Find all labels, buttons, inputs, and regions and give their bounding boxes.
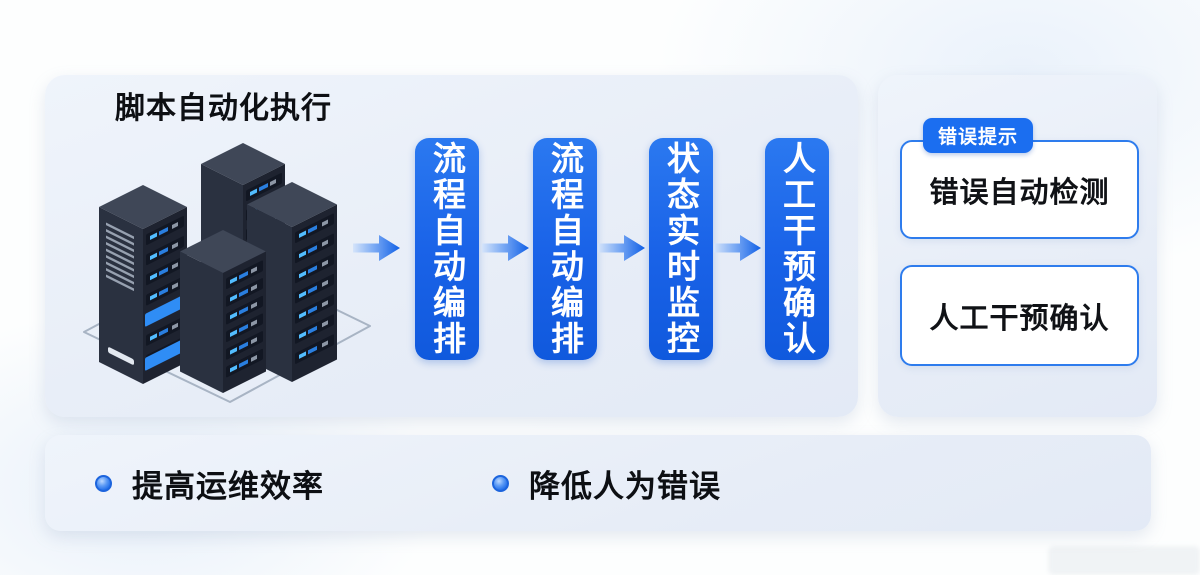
manual-confirmation-card: 人工干预确认 xyxy=(900,265,1139,366)
server-racks-icon xyxy=(83,143,371,403)
flow-step-label: 流程自动编排 xyxy=(546,141,584,357)
card-label: 人工干预确认 xyxy=(929,302,1110,335)
benefit-item-errors: 降低人为错误 xyxy=(492,435,721,531)
arrow-right-icon xyxy=(353,235,400,261)
benefit-item-efficiency: 提高运维效率 xyxy=(95,435,324,531)
arrow-right-icon xyxy=(598,235,645,261)
flow-step-orchestration-2: 流程自动编排 xyxy=(533,138,597,360)
error-detection-card: 错误自动检测 xyxy=(900,140,1139,239)
error-hint-badge: 错误提示 xyxy=(923,118,1034,153)
bullet-dot-icon xyxy=(492,474,509,492)
bullet-dot-icon xyxy=(95,474,112,492)
automation-flow-panel: 脚本自动化执行 流程自动编排 流程自动编排 状态实时监控 人工干预确认 xyxy=(45,75,858,417)
benefit-label: 降低人为错误 xyxy=(529,468,721,504)
server-racks-illustration xyxy=(68,130,388,410)
watermark-smudge xyxy=(1048,546,1200,575)
arrow-right-icon xyxy=(714,235,761,261)
flow-step-label: 流程自动编排 xyxy=(428,141,466,357)
flow-step-confirmation: 人工干预确认 xyxy=(765,138,829,360)
flow-step-label: 状态实时监控 xyxy=(662,141,700,357)
error-hint-panel: 错误提示 错误自动检测 人工干预确认 xyxy=(878,75,1157,417)
panel-title: 脚本自动化执行 xyxy=(115,92,332,125)
flow-step-orchestration-1: 流程自动编排 xyxy=(415,138,479,360)
flow-step-label: 人工干预确认 xyxy=(778,141,816,357)
arrow-right-icon xyxy=(482,235,529,261)
benefits-bar: 提高运维效率 降低人为错误 xyxy=(45,435,1151,531)
flow-step-monitoring: 状态实时监控 xyxy=(649,138,713,360)
card-label: 错误自动检测 xyxy=(929,176,1110,209)
benefit-label: 提高运维效率 xyxy=(132,468,324,504)
